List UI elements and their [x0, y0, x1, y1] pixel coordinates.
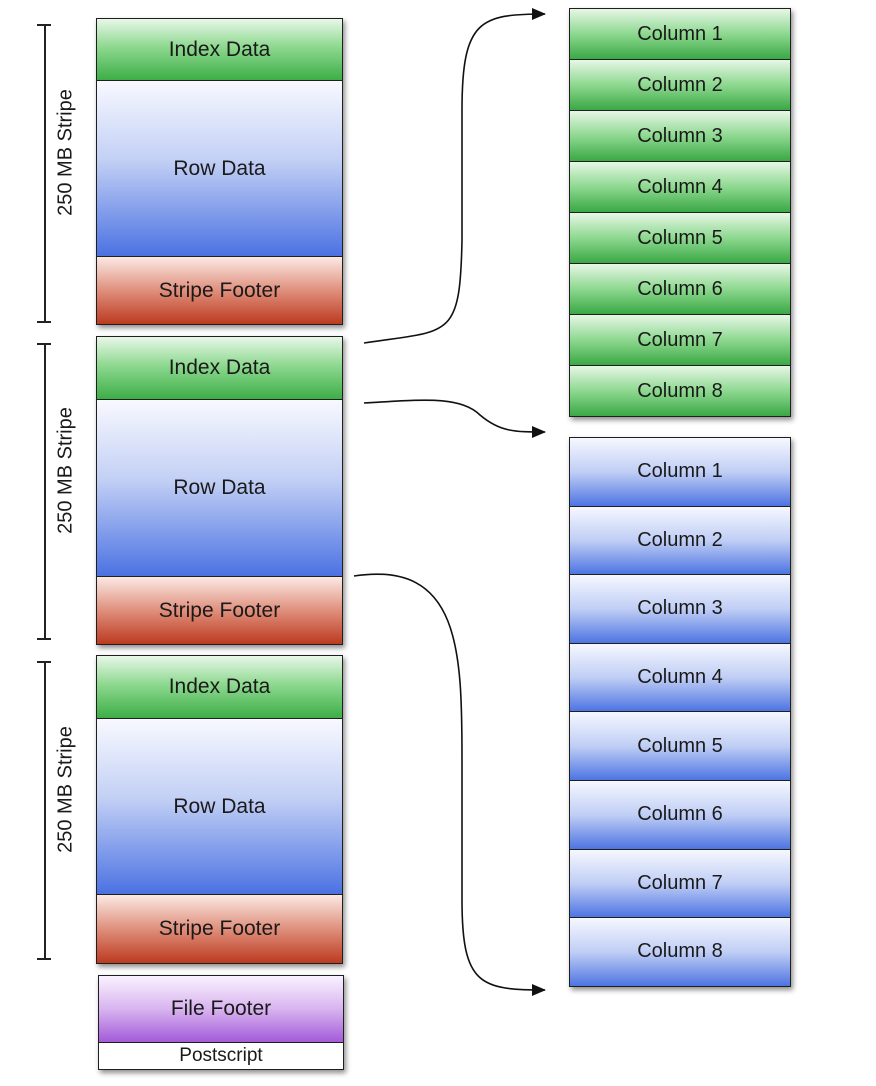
file-footer: File Footer — [98, 975, 344, 1043]
index-column-8: Column 8 — [569, 365, 791, 417]
arrow-row-to-columns — [363, 399, 546, 438]
stripe-1-index-data: Index Data — [96, 18, 343, 81]
row-column-5: Column 5 — [569, 711, 791, 781]
stripe-2-stripe-footer: Stripe Footer — [96, 576, 343, 645]
index-column-4: Column 4 — [569, 161, 791, 213]
stripe-1-stripe-footer: Stripe Footer — [96, 256, 343, 325]
row-column-7: Column 7 — [569, 848, 791, 919]
index-column-5: Column 5 — [569, 212, 791, 264]
stripe-1-row-data: Row Data — [96, 80, 343, 257]
arrow-footer-to-columns — [353, 573, 546, 996]
index-column-3: Column 3 — [569, 110, 791, 162]
stripe-3-row-data: Row Data — [96, 718, 343, 895]
stripe-3-stripe-footer: Stripe Footer — [96, 894, 343, 964]
row-column-1: Column 1 — [569, 437, 791, 507]
stripe-3-index-data: Index Data — [96, 655, 343, 719]
row-column-6: Column 6 — [569, 780, 791, 850]
row-column-3: Column 3 — [569, 574, 791, 644]
index-column-1: Column 1 — [569, 8, 791, 60]
postscript: Postscript — [98, 1042, 344, 1070]
row-column-8: Column 8 — [569, 917, 791, 987]
index-column-2: Column 2 — [569, 59, 791, 111]
row-column-4: Column 4 — [569, 642, 791, 713]
arrow-index-to-columns — [363, 8, 546, 344]
stripe-2-row-data: Row Data — [96, 399, 343, 577]
